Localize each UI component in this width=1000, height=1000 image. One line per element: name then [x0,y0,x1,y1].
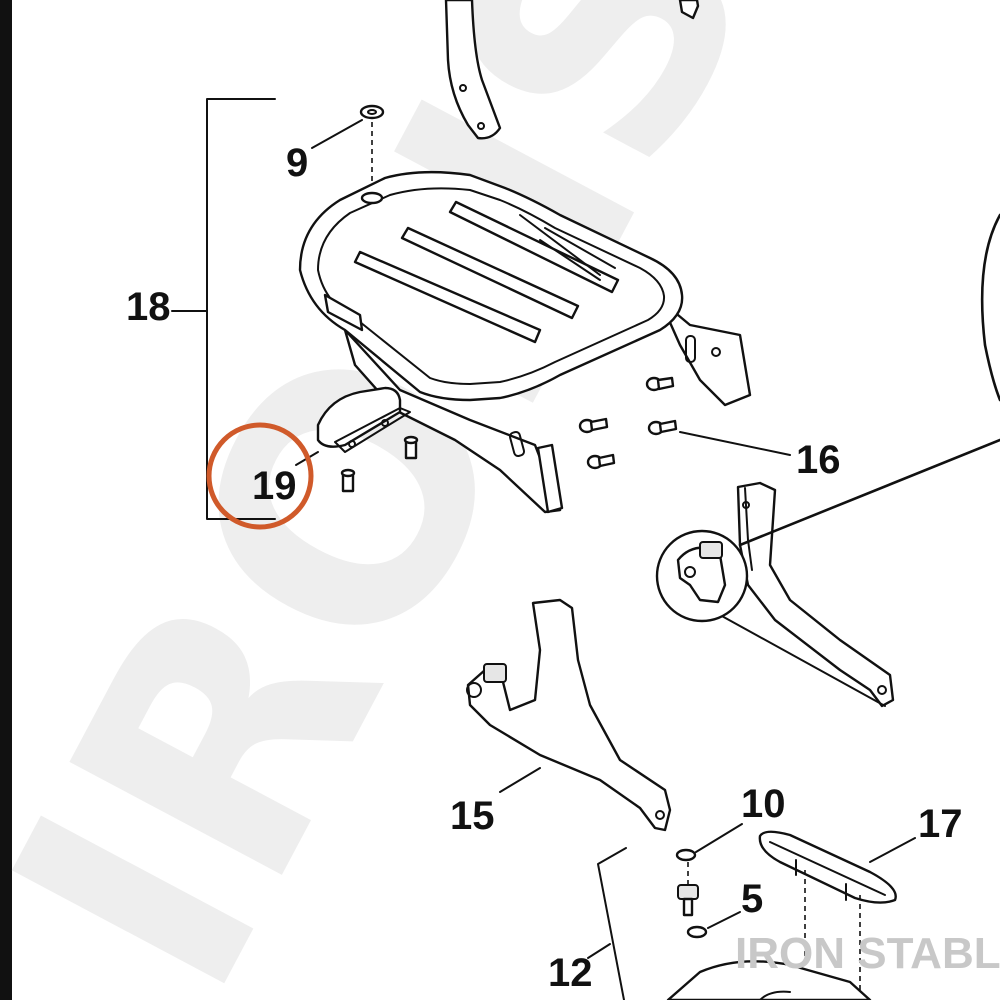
fender-edge [980,213,1000,402]
callout-labels: 9 18 19 16 15 10 5 17 12 [126,141,963,995]
upright-bar-top [444,0,700,140]
luggage-rack [298,170,752,514]
callout-17: 17 [918,802,963,846]
callout-12: 12 [548,951,593,995]
callout-16: 16 [796,438,841,482]
left-border [0,0,12,1000]
cover-19 [295,386,419,493]
rack-rails [353,200,620,344]
bolt [578,417,609,434]
callout-10: 10 [741,782,786,826]
callout-9: 9 [286,141,308,185]
side-plate-15 [466,598,672,832]
washer-9 [311,104,385,195]
highlight-circle [206,422,314,530]
callout-19: 19 [252,464,297,508]
callout-5: 5 [741,877,763,921]
callout-18: 18 [126,285,171,329]
side-plate-right [736,481,895,708]
screw [403,435,419,460]
washer-10 [675,823,743,862]
bolts-16 [578,376,791,470]
assembly-bracket-18 [171,98,276,520]
bolt [586,453,616,470]
bolt [647,419,678,436]
assembly-bracket-12 [587,847,872,1000]
bolt [645,376,675,392]
brand-watermark: IRON STABLE [735,929,1000,978]
detail-callout [655,438,1000,707]
trim-plate-17 [758,830,916,1000]
screw [340,468,356,493]
knob-5 [677,862,741,939]
callout-15: 15 [450,794,495,838]
